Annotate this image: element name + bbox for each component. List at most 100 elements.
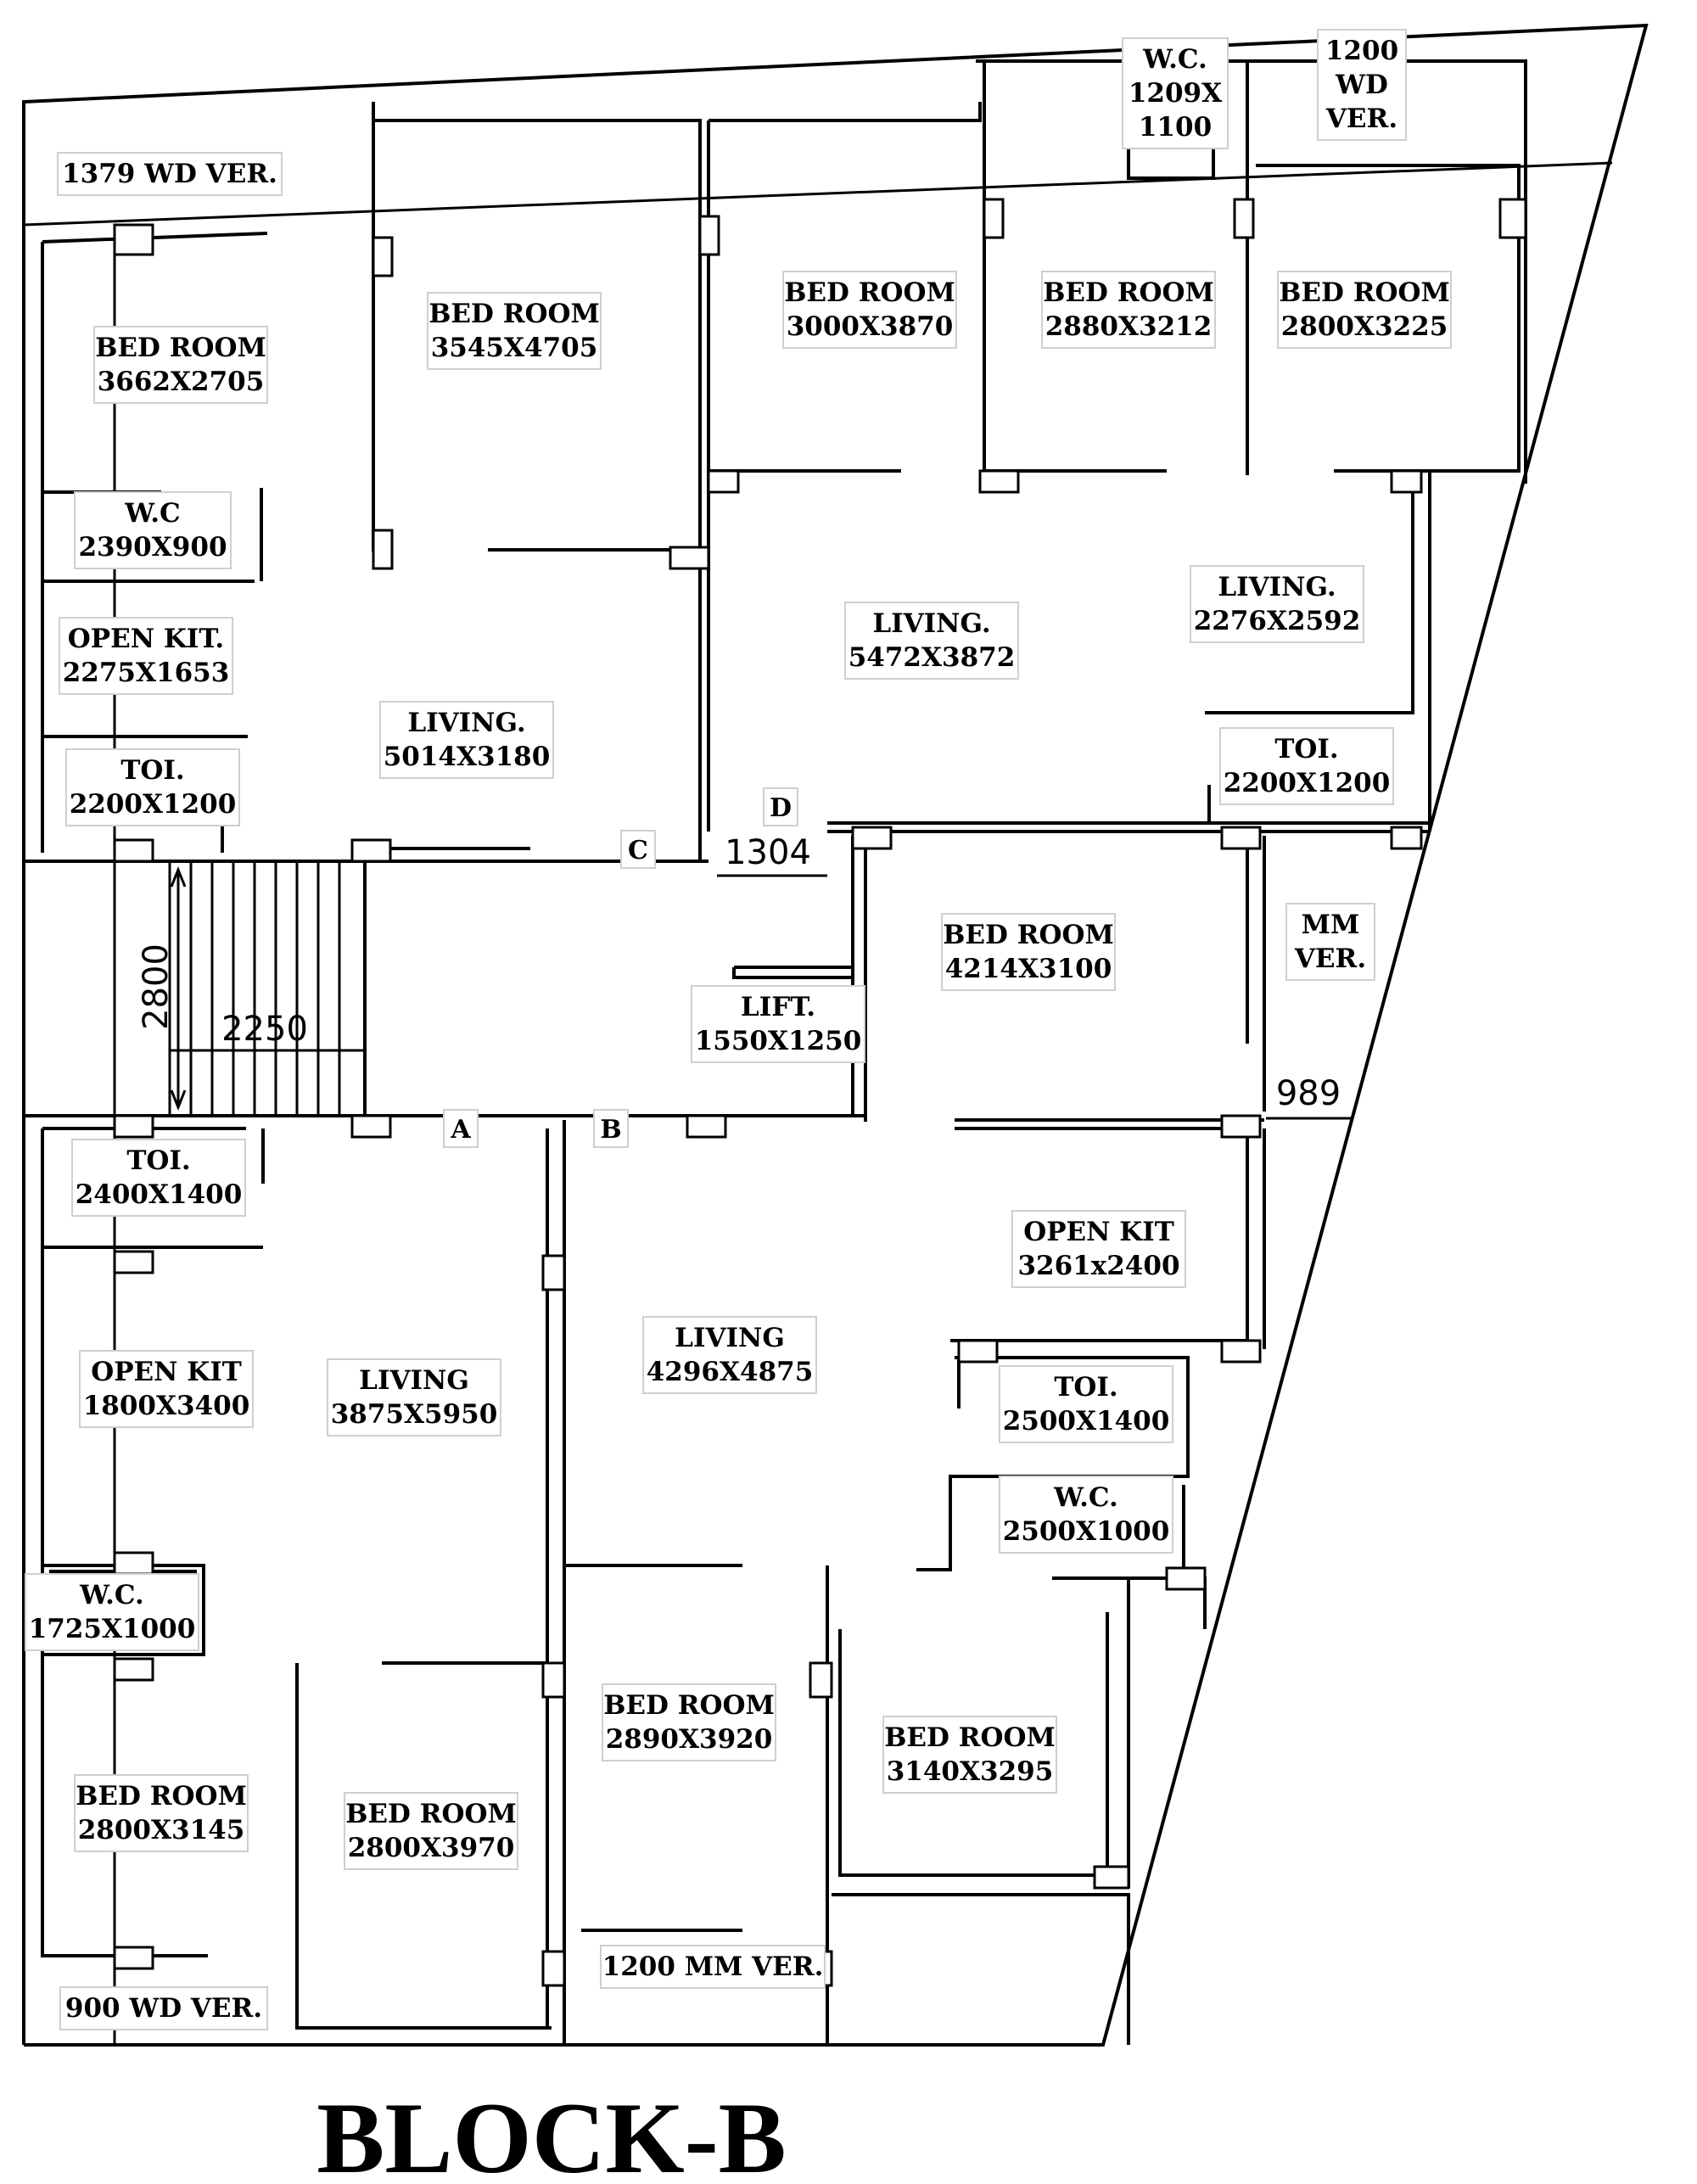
grid-marker-box	[593, 1109, 629, 1148]
room-label-line: TOI.	[120, 755, 184, 786]
room-label-line: OPEN KIT	[91, 1357, 242, 1387]
room-label-line: LIVING.	[1218, 572, 1336, 602]
room-label: OPEN KIT 3261x2400	[1011, 1210, 1186, 1288]
room-label-line: LIVING	[675, 1323, 785, 1353]
grid-marker-d: D	[770, 793, 792, 823]
room-label-line: TOI.	[1274, 734, 1338, 764]
room-label-line: BED ROOM	[784, 277, 955, 308]
room-label-box	[93, 326, 268, 404]
room-label-box	[600, 1945, 826, 1989]
room-label: LIVING. 2276X2592	[1190, 565, 1364, 643]
room-label-line: 3662X2705	[98, 367, 265, 397]
room-label-box	[57, 152, 283, 196]
room-label-line: 5014X3180	[384, 742, 551, 772]
room-label-line: W.C.	[1142, 44, 1207, 75]
grid-markers: A B C D	[443, 787, 798, 1148]
room-label: LIVING. 5014X3180	[379, 701, 554, 779]
room-label-box	[1219, 727, 1394, 805]
room-label-line: 2500X1000	[1003, 1516, 1170, 1547]
room-label-line: 900 WD VER.	[65, 1993, 262, 2024]
room-label: LIVING 4296X4875	[642, 1316, 817, 1394]
room-label-line: VER.	[1294, 944, 1366, 974]
room-label-box	[59, 1986, 268, 2030]
grid-marker-c: C	[628, 836, 648, 865]
room-label-box	[74, 491, 232, 569]
room-label-line: BED ROOM	[603, 1690, 775, 1721]
room-label-line: W.C.	[79, 1580, 144, 1610]
room-label-line: 1200	[1325, 36, 1398, 66]
room-label-box	[1277, 271, 1452, 349]
room-label: LIFT.1550X1250	[691, 985, 865, 1063]
grid-marker-box	[443, 1109, 479, 1148]
room-label-box	[59, 617, 233, 695]
room-label-line: 2275X1653	[63, 658, 230, 688]
room-label-box	[691, 985, 865, 1063]
room-label-line: TOI.	[126, 1145, 190, 1176]
room-label-box	[999, 1476, 1173, 1554]
room-label-line: 1200 MM VER.	[602, 1952, 824, 1982]
room-label-line: BED ROOM	[1043, 277, 1214, 308]
room-label-box	[1317, 29, 1407, 141]
room-label-box	[602, 1683, 776, 1761]
room-label-line: BED ROOM	[428, 299, 600, 329]
room-label-line: BED ROOM	[76, 1781, 247, 1812]
room-label-line: 2276X2592	[1194, 606, 1361, 636]
dimension-label: 989	[1276, 1074, 1341, 1113]
dimension-label: 1304	[725, 833, 811, 872]
room-label-line: 3261x2400	[1017, 1251, 1179, 1281]
room-label-box	[1041, 271, 1216, 349]
room-label: TOI.2200X1200	[1219, 727, 1394, 805]
room-label-line: 1725X1000	[29, 1614, 196, 1644]
room-label-line: 1800X3400	[83, 1391, 250, 1421]
room-label-line: 2200X1200	[70, 789, 237, 820]
room-label-line: OPEN KIT.	[68, 624, 224, 654]
room-label: W.C.2500X1000	[999, 1476, 1173, 1554]
room-label-line: 2390X900	[78, 532, 227, 563]
room-label-line: LIVING.	[872, 608, 990, 639]
room-label-line: OPEN KIT	[1023, 1217, 1174, 1247]
room-label-line: 2800X3970	[348, 1833, 515, 1863]
room-label-line: 1550X1250	[695, 1026, 862, 1056]
room-label: TOI.2500X1400	[999, 1365, 1173, 1443]
room-label-box	[1285, 903, 1375, 981]
room-label-line: 1100	[1139, 112, 1212, 143]
room-label: 1200 MM VER.	[600, 1945, 826, 1989]
room-label-box	[1122, 37, 1229, 149]
staircase	[168, 860, 367, 1117]
block-title: BLOCK-B	[316, 2081, 786, 2184]
room-label-line: 3140X3295	[887, 1756, 1054, 1787]
room-label-line: LIVING.	[407, 708, 525, 738]
room-label: 1379 WD VER.	[57, 152, 283, 196]
room-label-line: TOI.	[1054, 1372, 1117, 1403]
room-label-line: 4214X3100	[945, 954, 1112, 984]
room-label-box	[642, 1316, 817, 1394]
columns	[113, 198, 1527, 1987]
room-label-line: BED ROOM	[1279, 277, 1450, 308]
room-label-line: 4296X4875	[647, 1357, 814, 1387]
room-label-line: MM	[1302, 910, 1360, 940]
room-label-line: 3545X4705	[431, 333, 598, 363]
room-label: OPEN KIT. 2275X1653	[59, 617, 233, 695]
room-label-box	[999, 1365, 1173, 1443]
room-label-box	[782, 271, 957, 349]
room-label-box	[65, 748, 240, 826]
room-label-box	[1011, 1210, 1186, 1288]
room-label-line: 2400X1400	[76, 1179, 243, 1210]
grid-marker-a: A	[450, 1115, 471, 1145]
grid-marker-b: B	[600, 1115, 621, 1145]
room-label-box	[379, 701, 554, 779]
room-label-box	[844, 602, 1019, 680]
room-label-line: 5472X3872	[848, 642, 1016, 673]
room-label: LIVING.5472X3872	[844, 602, 1019, 680]
room-label-box	[1190, 565, 1364, 643]
